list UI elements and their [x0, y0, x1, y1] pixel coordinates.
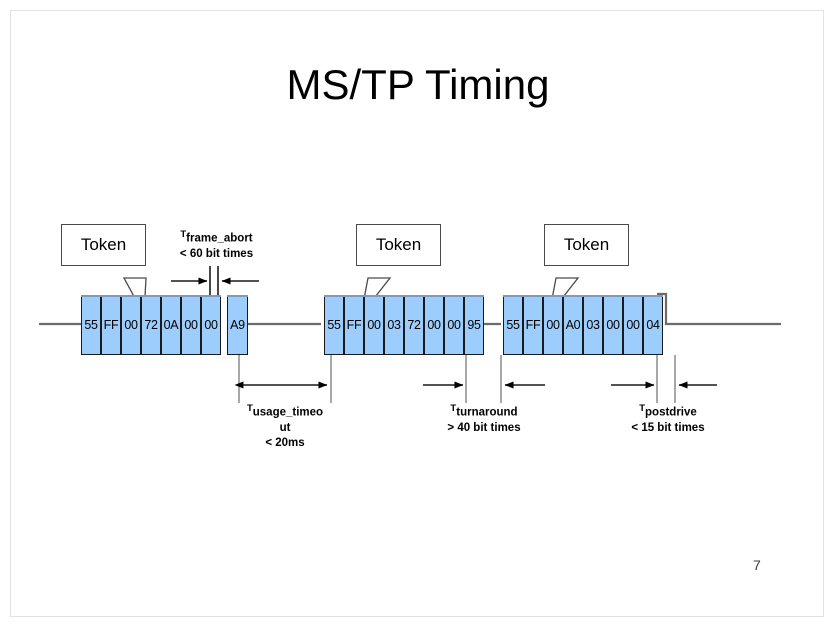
- t-frame-abort-value: < 60 bit times: [179, 247, 254, 260]
- byte-cell: FF: [101, 295, 121, 355]
- byte-cell: 03: [583, 295, 603, 355]
- byte-cell: 0A: [161, 295, 181, 355]
- page-title: MS/TP Timing: [286, 61, 550, 108]
- byte-cell: 72: [404, 295, 424, 355]
- callout-token-2: Token: [356, 224, 441, 266]
- t-usage-timeout-symbol: Tusage_timeo: [246, 403, 324, 419]
- byte-cell: 00: [623, 295, 643, 355]
- byte-cell: 00: [181, 295, 201, 355]
- byte-cell: 00: [543, 295, 563, 355]
- byte-cell: 55: [81, 295, 101, 355]
- byte-cell: 95: [464, 295, 484, 355]
- byte-cell: 00: [364, 295, 384, 355]
- t-frame-abort-label: Tframe_abort < 60 bit times: [159, 229, 274, 262]
- t-frame-abort-symbol: Tframe_abort: [180, 229, 253, 245]
- t-usage-timeout-label: Tusage_timeo ut < 20ms: [229, 403, 341, 452]
- t-postdrive-symbol: Tpostdrive: [639, 403, 697, 419]
- byte-cell: 72: [141, 295, 161, 355]
- signal-line-postdrive-step: [657, 292, 781, 326]
- t-turnaround-value: > 40 bit times: [447, 421, 521, 434]
- t-postdrive-label: Tpostdrive < 15 bit times: [603, 403, 733, 436]
- byte-cell: FF: [523, 295, 543, 355]
- t-postdrive-value: < 15 bit times: [631, 421, 705, 434]
- t-turnaround-label: Tturnaround > 40 bit times: [419, 403, 549, 436]
- byte-cell: 00: [201, 295, 221, 355]
- byte-cell: 55: [503, 295, 523, 355]
- byte-cell: 00: [424, 295, 444, 355]
- t-turnaround-symbol: Tturnaround: [450, 403, 518, 419]
- byte-cell: 00: [444, 295, 464, 355]
- frame-abort-guide-group: [209, 266, 219, 299]
- byte-cell: 04: [643, 295, 663, 355]
- t-usage-timeout-value: < 20ms: [265, 437, 305, 450]
- byte-cell: 03: [384, 295, 404, 355]
- slide: MS/TP Timing: [10, 10, 824, 617]
- byte-cell: 00: [121, 295, 141, 355]
- guide-line-group: [238, 355, 676, 403]
- byte-cell: 55: [324, 295, 344, 355]
- callout-token-3: Token: [544, 224, 629, 266]
- t-usage-timeout-symbol-wrap: ut: [279, 421, 291, 434]
- callout-token-1: Token: [61, 224, 146, 266]
- byte-cell: 00: [603, 295, 623, 355]
- byte-cell: A0: [563, 295, 583, 355]
- byte-cell-trailing: A9: [227, 295, 248, 355]
- page-number: 7: [753, 557, 761, 573]
- byte-cell: FF: [344, 295, 364, 355]
